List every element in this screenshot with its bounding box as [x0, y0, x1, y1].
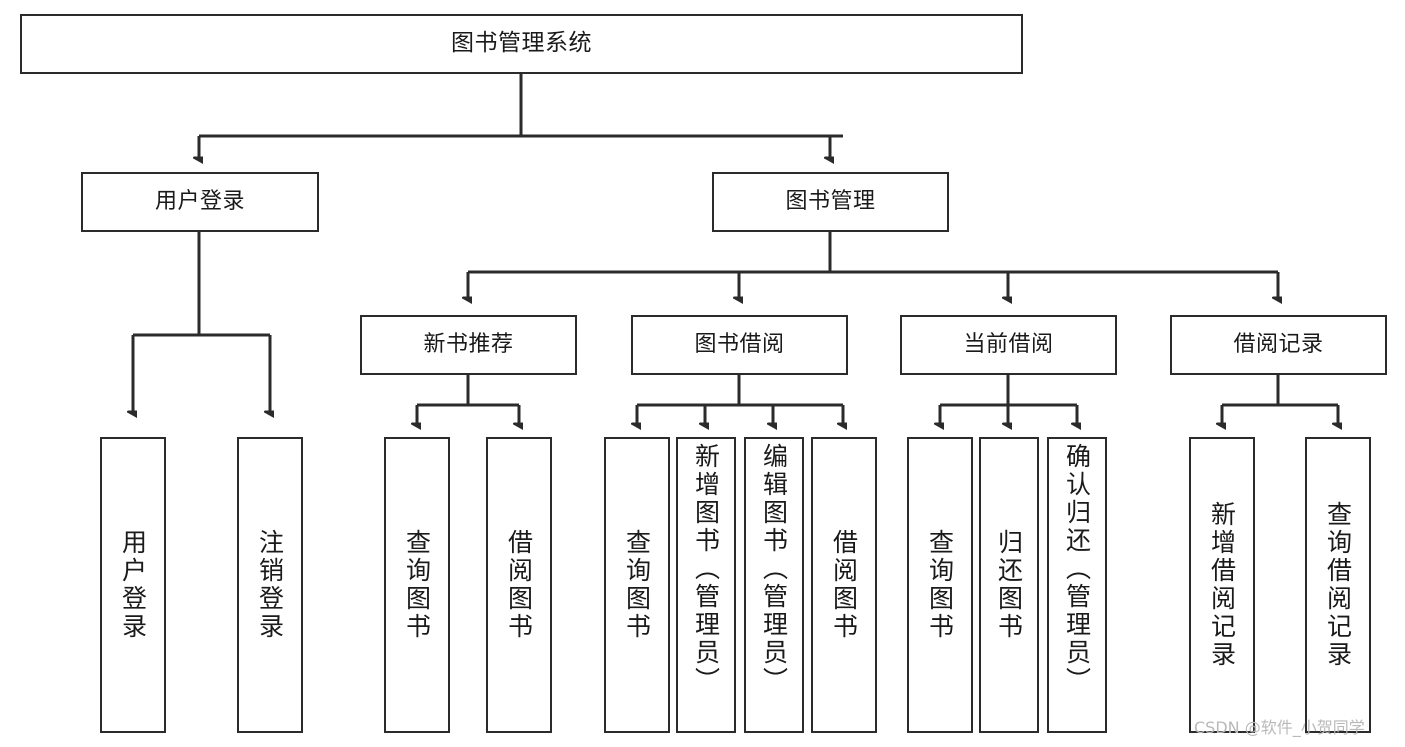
- node-leaf-confirm-return[interactable]: 确认归还（管理员）: [1047, 437, 1107, 733]
- node-current-borrow[interactable]: 当前借阅: [900, 315, 1117, 375]
- node-borrow-record[interactable]: 借阅记录: [1170, 315, 1387, 375]
- node-book-manage[interactable]: 图书管理: [712, 172, 949, 232]
- node-leaf-query-record[interactable]: 查询借阅记录: [1305, 437, 1371, 733]
- node-leaf-user-login-label: 用户登录: [118, 529, 148, 641]
- node-leaf-add-record[interactable]: 新增借阅记录: [1189, 437, 1255, 733]
- node-leaf-query-book-1-label: 查询图书: [402, 529, 432, 641]
- node-leaf-query-book-1[interactable]: 查询图书: [384, 437, 450, 733]
- node-book-manage-label: 图书管理: [785, 189, 876, 215]
- node-user-login[interactable]: 用户登录: [81, 172, 319, 232]
- node-current-borrow-label: 当前借阅: [963, 332, 1054, 358]
- node-borrow-record-label: 借阅记录: [1233, 332, 1324, 358]
- node-leaf-logout-login[interactable]: 注销登录: [237, 437, 303, 733]
- node-new-book-recommend-label: 新书推荐: [423, 332, 514, 358]
- node-leaf-add-book[interactable]: 新增图书（管理员）: [676, 437, 736, 733]
- watermark: CSDN @软件_小贺同学: [1194, 718, 1365, 737]
- node-leaf-add-record-label: 新增借阅记录: [1207, 501, 1237, 669]
- node-leaf-confirm-return-label: 确认归还（管理员）: [1062, 443, 1092, 695]
- node-leaf-return-book-label: 归还图书: [994, 529, 1024, 641]
- node-leaf-edit-book-label: 编辑图书（管理员）: [759, 443, 789, 695]
- node-leaf-borrow-book-1[interactable]: 借阅图书: [486, 437, 552, 733]
- node-leaf-return-book[interactable]: 归还图书: [979, 437, 1039, 733]
- node-book-borrow[interactable]: 图书借阅: [631, 315, 848, 375]
- node-root[interactable]: 图书管理系统: [20, 14, 1023, 74]
- node-user-login-label: 用户登录: [154, 189, 245, 215]
- node-book-borrow-label: 图书借阅: [694, 332, 785, 358]
- node-leaf-user-login[interactable]: 用户登录: [100, 437, 166, 733]
- node-root-label: 图书管理系统: [451, 30, 592, 57]
- node-leaf-borrow-book-2-label: 借阅图书: [829, 529, 859, 641]
- node-leaf-query-book-2[interactable]: 查询图书: [604, 437, 670, 733]
- node-leaf-edit-book[interactable]: 编辑图书（管理员）: [744, 437, 804, 733]
- node-leaf-query-book-2-label: 查询图书: [622, 529, 652, 641]
- node-leaf-query-book-3-label: 查询图书: [925, 529, 955, 641]
- node-leaf-add-book-label: 新增图书（管理员）: [691, 443, 721, 695]
- node-leaf-logout-login-label: 注销登录: [255, 529, 285, 641]
- node-leaf-query-book-3[interactable]: 查询图书: [907, 437, 973, 733]
- node-new-book-recommend[interactable]: 新书推荐: [360, 315, 577, 375]
- node-leaf-query-record-label: 查询借阅记录: [1323, 501, 1353, 669]
- node-leaf-borrow-book-1-label: 借阅图书: [504, 529, 534, 641]
- node-leaf-borrow-book-2[interactable]: 借阅图书: [811, 437, 877, 733]
